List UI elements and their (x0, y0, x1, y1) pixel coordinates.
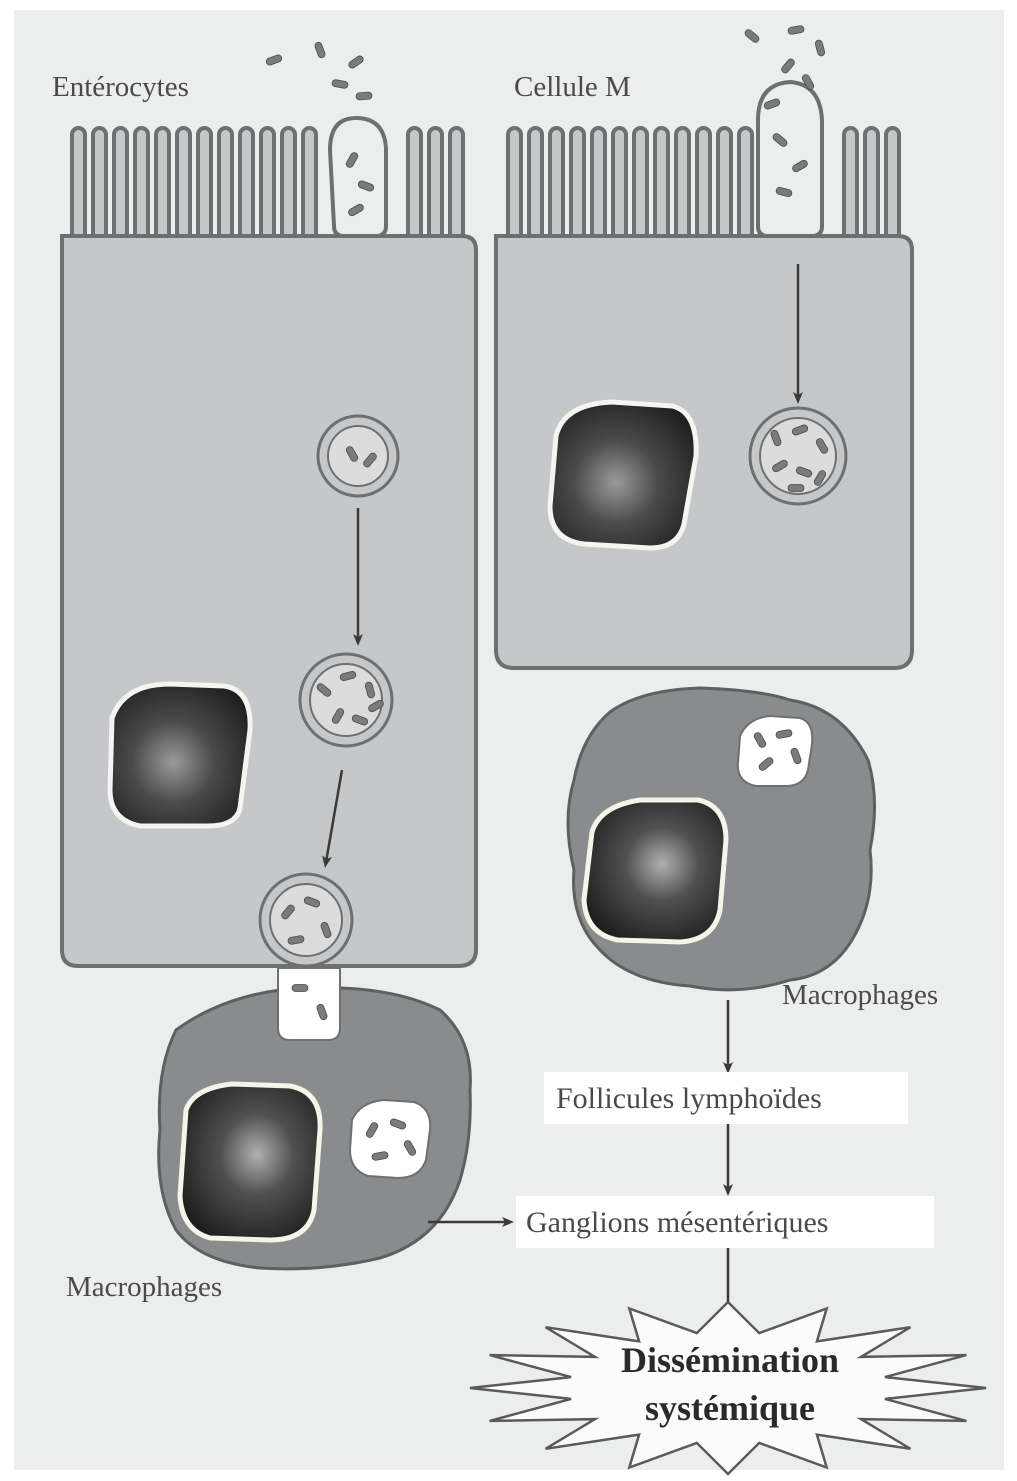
microvillus (72, 128, 85, 240)
microvillus (739, 128, 752, 240)
microvillus (135, 128, 148, 240)
microvillus (844, 128, 857, 240)
bacterium (356, 92, 373, 100)
macrophage-left-nucleus (180, 1084, 320, 1240)
bacterium (292, 985, 308, 992)
microvillus (613, 128, 626, 240)
m-cell (496, 82, 912, 668)
microvillus (429, 128, 442, 240)
label-dissemination-line2: systémique (645, 1388, 815, 1428)
microvillus (529, 128, 542, 240)
phagosome-left (350, 1100, 430, 1178)
microvillus (886, 128, 899, 240)
bacterium (788, 485, 804, 492)
endocytic-pocket (330, 118, 386, 236)
microvillus (676, 128, 689, 240)
microvillus (450, 128, 463, 240)
enterocyte-cell (62, 118, 476, 966)
microvillus (282, 128, 295, 240)
phagosome-right (738, 716, 812, 786)
label-ganglions: Ganglions mésentériques (526, 1206, 828, 1239)
label-macrophages-left: Macrophages (66, 1271, 222, 1303)
label-macrophages-right: Macrophages (782, 979, 938, 1011)
label-enterocytes: Entérocytes (52, 71, 189, 103)
microvillus (550, 128, 563, 240)
macrophage-right-nucleus (584, 800, 726, 942)
vesicle-small (318, 416, 398, 496)
microvillus (508, 128, 521, 240)
microvillus (408, 128, 421, 240)
microvillus (655, 128, 668, 240)
microvillus (571, 128, 584, 240)
microvillus (93, 128, 106, 240)
microvillus (177, 128, 190, 240)
enterocyte-nucleus (110, 684, 250, 826)
label-follicules: Follicules lymphoïdes (556, 1082, 822, 1115)
macrophage-right (568, 688, 875, 990)
microvillus (592, 128, 605, 240)
microvillus (697, 128, 710, 240)
macrophage-left (159, 968, 471, 1269)
label-cellule-m: Cellule M (514, 71, 631, 103)
m-cell-nucleus (550, 402, 696, 548)
vesicle-bacteria-enterocyte (300, 654, 392, 746)
exocytosis-vesicle (260, 874, 352, 966)
microvillus (240, 128, 253, 240)
microvillus (718, 128, 731, 240)
microvillus (156, 128, 169, 240)
microvillus (303, 128, 316, 240)
microvillus (634, 128, 647, 240)
microvillus (114, 128, 127, 240)
exocytosis-channel (278, 968, 340, 1040)
microvillus (219, 128, 232, 240)
microvillus (865, 128, 878, 240)
microvillus (261, 128, 274, 240)
label-dissemination-line1: Dissémination (621, 1340, 839, 1380)
microvillus (198, 128, 211, 240)
